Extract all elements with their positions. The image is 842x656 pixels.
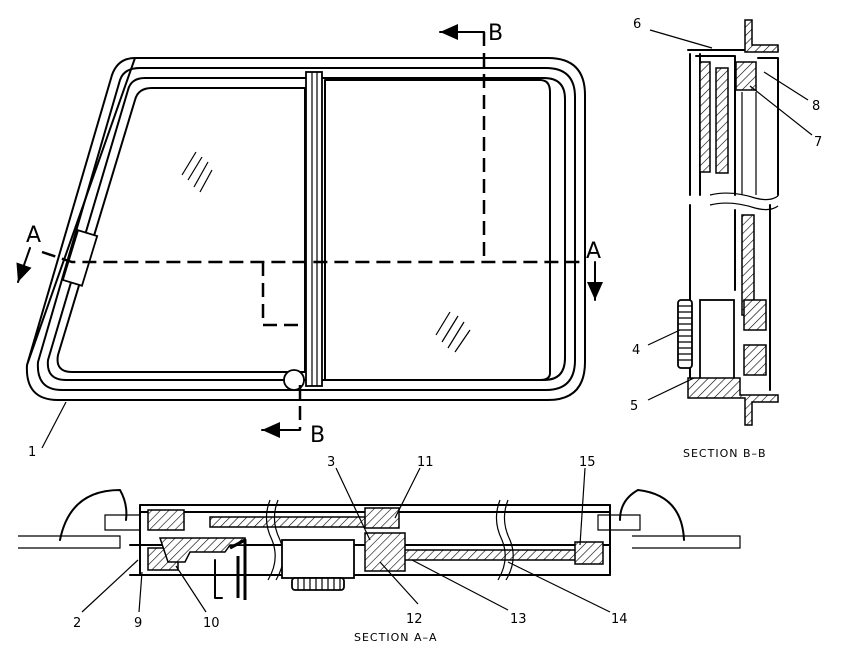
- part-label-7: 7: [814, 135, 822, 150]
- section-bb-view: 6 8 7 4 5 SECTION B–B: [630, 17, 822, 460]
- part-label-1: 1: [28, 445, 36, 460]
- window-outer-frame: [25, 57, 586, 401]
- section-mark-a-left: A: [26, 223, 41, 248]
- section-mark-b-bottom: B: [310, 423, 325, 448]
- right-glass-pane: [324, 79, 551, 381]
- part-label-4: 4: [632, 343, 640, 358]
- section-mark-b-top: B: [488, 21, 503, 46]
- part-label-14: 14: [611, 612, 628, 627]
- section-bb-caption: SECTION B–B: [683, 447, 767, 460]
- window-front-view: A A B B 1: [16, 21, 603, 460]
- section-aa-view: 2 9 10 3 11 12 13 14 15 SECTION A–A: [18, 455, 741, 644]
- part-label-5: 5: [630, 399, 638, 414]
- part-label-11: 11: [417, 455, 434, 470]
- part-label-3: 3: [327, 455, 335, 470]
- part-label-12: 12: [406, 612, 423, 627]
- part-label-10: 10: [203, 616, 220, 631]
- part-label-6: 6: [633, 17, 641, 32]
- part-label-8: 8: [812, 99, 820, 114]
- section-a-cut-line: [41, 250, 583, 264]
- left-glass-pane: [56, 87, 306, 373]
- center-divider: [305, 71, 323, 387]
- part-label-2: 2: [73, 616, 81, 631]
- thumb-wheel: [677, 299, 693, 369]
- part-label-13: 13: [510, 612, 527, 627]
- section-aa-caption: SECTION A–A: [354, 631, 438, 644]
- part-label-15: 15: [579, 455, 596, 470]
- section-mark-a-right: A: [586, 239, 601, 264]
- part-label-9: 9: [134, 616, 142, 631]
- glass-reflection-marks: [181, 151, 471, 353]
